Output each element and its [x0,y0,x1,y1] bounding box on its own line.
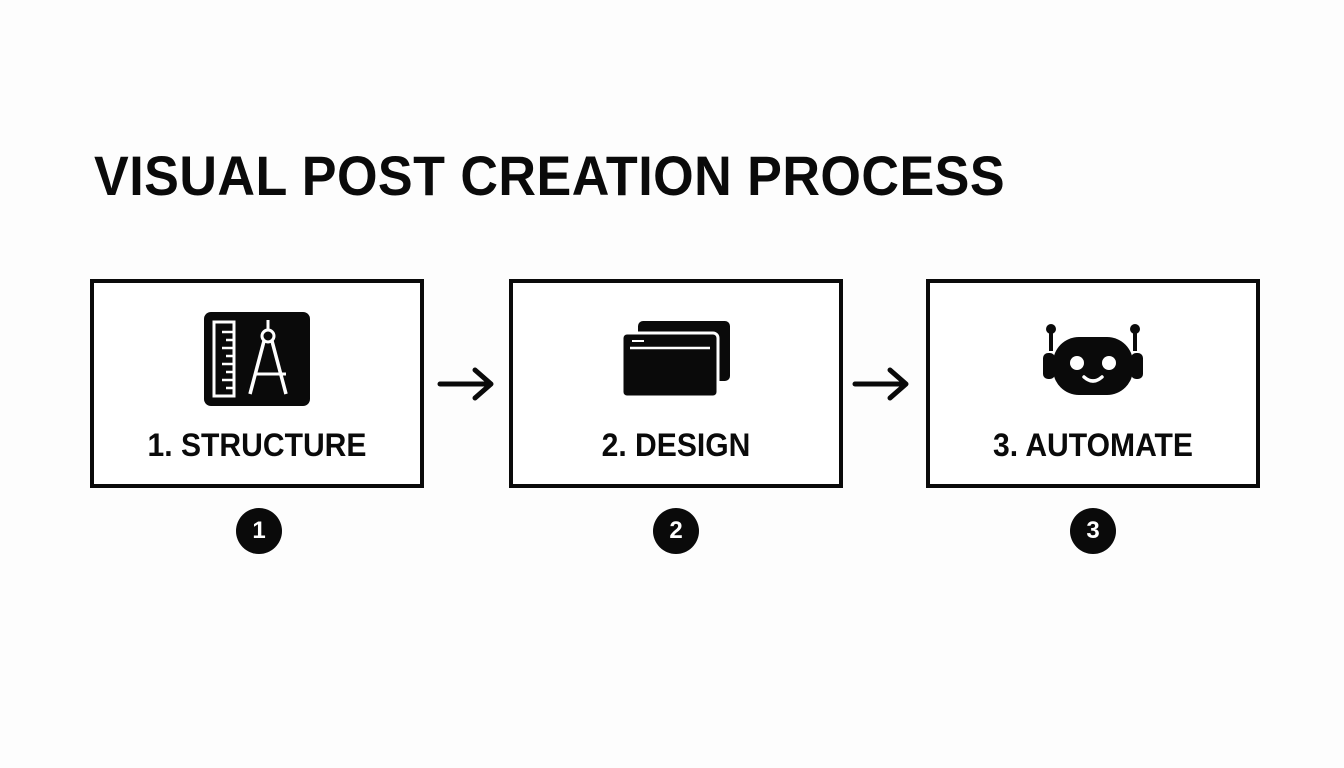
step-label: 2. DESIGN [601,427,751,463]
arrow-right-icon [852,362,912,406]
step-design: 2. DESIGN [509,279,843,488]
layered-cards-icon [616,309,736,409]
arrow-right-icon [437,362,497,406]
robot-face-icon [1033,309,1153,409]
step-automate: 3. AUTOMATE [926,279,1260,488]
step-label: 1. STRUCTURE [147,427,367,463]
step-label: 3. AUTOMATE [993,427,1193,463]
step-structure: 1. STRUCTURE [90,279,424,488]
step-number-badge: 3 [1070,508,1116,554]
step-number-badge: 1 [236,508,282,554]
step-number-badge: 2 [653,508,699,554]
page-title: VISUAL POST CREATION PROCESS [94,144,1006,207]
ruler-compass-icon [197,309,317,409]
